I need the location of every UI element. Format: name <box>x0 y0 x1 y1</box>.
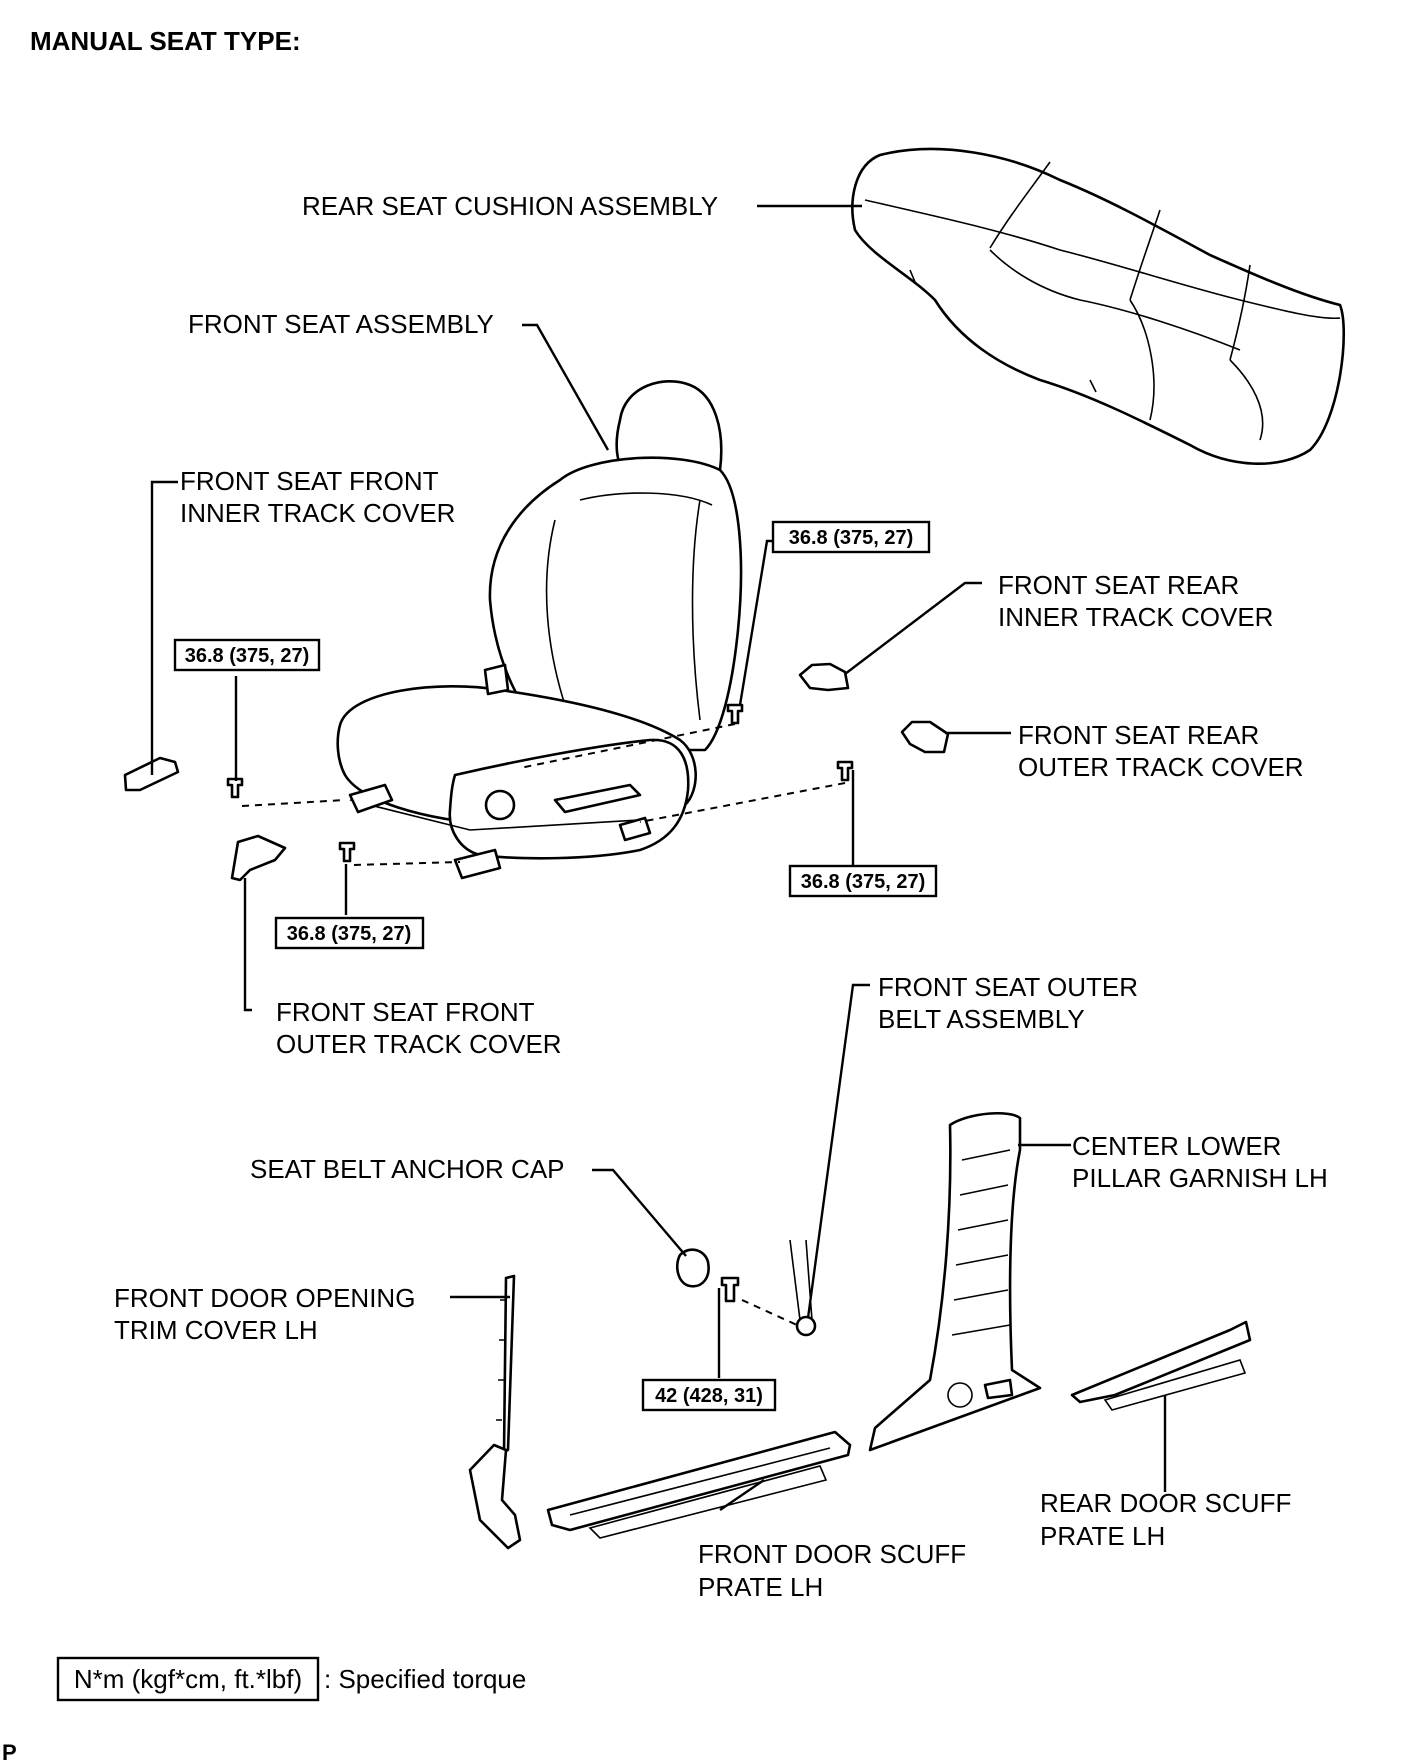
label-front-scuff-line2: PRATE LH <box>698 1572 823 1602</box>
label-outer-belt-line1: FRONT SEAT OUTER <box>878 972 1138 1002</box>
front-door-scuff-plate-drawing <box>546 1430 852 1539</box>
torque-box-rear-inner-frame <box>771 520 931 554</box>
rear-door-scuff-plate-drawing <box>1070 1320 1252 1411</box>
label-front-inner-cover-line2: INNER TRACK COVER <box>180 498 455 528</box>
legend-description: : Specified torque <box>324 1664 526 1694</box>
label-pillar-garnish-line1: CENTER LOWER <box>1072 1131 1281 1161</box>
label-front-outer-cover-line2: OUTER TRACK COVER <box>276 1029 562 1059</box>
label-rear-inner-cover-line1: FRONT SEAT REAR <box>998 570 1239 600</box>
torque-box-rear-outer-frame <box>788 864 938 898</box>
rear-seat-cushion-drawing <box>851 147 1346 465</box>
label-front-scuff-line1: FRONT DOOR SCUFF <box>698 1539 966 1569</box>
label-outer-belt-line2: BELT ASSEMBLY <box>878 1004 1085 1034</box>
label-door-trim-line2: TRIM COVER LH <box>114 1315 318 1345</box>
center-pillar-garnish-drawing <box>868 1112 1042 1452</box>
label-front-inner-cover-line1: FRONT SEAT FRONT <box>180 466 439 496</box>
diagram-title: MANUAL SEAT TYPE: <box>30 26 301 56</box>
torque-front-inner: 36.8 (375, 27) <box>185 645 310 667</box>
front-outer-track-cover-drawing <box>230 834 287 882</box>
torque-rear-inner: 36.8 (375, 27) <box>789 527 914 549</box>
front-seat-drawing <box>336 380 743 880</box>
label-rear-scuff-line2: PRATE LH <box>1040 1521 1165 1551</box>
torque-belt-anchor: 42 (428, 31) <box>655 1385 763 1407</box>
label-rear-inner-cover-line2: INNER TRACK COVER <box>998 602 1273 632</box>
legend-box <box>56 1656 320 1702</box>
label-anchor-cap: SEAT BELT ANCHOR CAP <box>250 1154 565 1184</box>
label-rear-outer-cover-line2: OUTER TRACK COVER <box>1018 752 1304 782</box>
front-door-opening-trim-drawing <box>468 1274 522 1550</box>
label-pillar-garnish-line2: PILLAR GARNISH LH <box>1072 1163 1328 1193</box>
torque-legend: N*m (kgf*cm, ft.*lbf) : Specified torque <box>56 1656 526 1702</box>
legend-box-text: N*m (kgf*cm, ft.*lbf) <box>74 1664 302 1694</box>
torque-front-outer: 36.8 (375, 27) <box>287 923 412 945</box>
label-rear-scuff-line1: REAR DOOR SCUFF <box>1040 1488 1291 1518</box>
leader-lines <box>150 204 1167 1511</box>
torque-specs: 36.8 (375, 27) 36.8 (375, 27) 36.8 (375,… <box>173 520 938 1412</box>
label-front-seat: FRONT SEAT ASSEMBLY <box>188 309 494 339</box>
rear-inner-track-cover-drawing <box>798 662 850 692</box>
label-front-outer-cover-line1: FRONT SEAT FRONT <box>276 997 535 1027</box>
rear-outer-track-cover-drawing <box>900 720 950 754</box>
corner-mark: P <box>2 1740 17 1763</box>
anchor-cap-drawing <box>676 1248 710 1288</box>
torque-box-front-inner-frame <box>173 638 321 672</box>
label-door-trim-line1: FRONT DOOR OPENING <box>114 1283 415 1313</box>
outer-belt-drawing <box>789 1239 813 1321</box>
label-rear-outer-cover-line1: FRONT SEAT REAR <box>1018 720 1259 750</box>
torque-rear-outer: 36.8 (375, 27) <box>801 871 926 893</box>
label-rear-seat-cushion: REAR SEAT CUSHION ASSEMBLY <box>302 191 718 221</box>
torque-box-front-outer-frame <box>274 916 425 950</box>
part-labels: REAR SEAT CUSHION ASSEMBLY FRONT SEAT AS… <box>114 191 1328 1602</box>
torque-box-belt-anchor-frame <box>641 1378 777 1412</box>
track-bolts <box>226 703 854 1303</box>
